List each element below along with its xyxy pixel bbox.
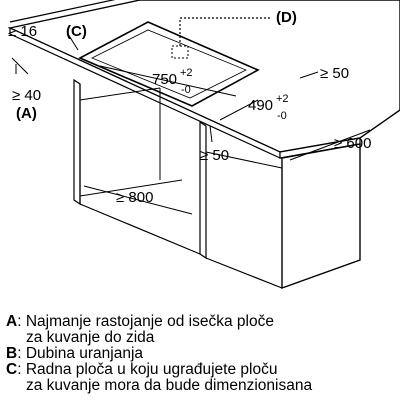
cabinet-floor-right <box>205 257 283 289</box>
marker-d-label: (D) <box>276 9 297 26</box>
dim-depth-label: ≥ 40 <box>12 87 41 104</box>
legend-item-a: A: Najmanje rastojanje od isečka ploče <box>6 314 398 330</box>
cabinet-depth-label: ≥ 600 <box>334 135 371 152</box>
cutout-width-label: 750 <box>152 71 177 88</box>
legend-text-a1: : Najmanje rastojanje od isečka ploče <box>17 313 274 330</box>
dim-arrow-50 <box>209 125 213 143</box>
cutout-width-tol-minus: -0 <box>181 84 191 96</box>
wall-line <box>9 0 116 23</box>
cutout-width-tol-plus: +2 <box>180 67 193 79</box>
dim-arrow-750 <box>99 65 237 97</box>
legend-key-a: A <box>6 313 18 330</box>
legend-item-b: B: Dubina uranjanja <box>6 346 398 362</box>
cabinet-back-top <box>79 87 161 101</box>
legend-text-a2: za kuvanje do zida <box>26 329 155 346</box>
marker-a-label: (A) <box>16 105 37 122</box>
legend-text-b1: : Dubina uranjanja <box>17 345 144 362</box>
dim-arrow-600 <box>289 129 371 161</box>
dim-arrow-16 <box>67 33 79 51</box>
legend-item-c: C: Radna ploča u koju ugrađujete ploču <box>6 362 398 378</box>
inner-width-label: ≥ 800 <box>116 189 153 206</box>
legend-key-b: B <box>6 345 18 362</box>
dim-arrow-50-right <box>299 71 319 79</box>
front-gap-right-label: ≥ 50 <box>320 65 349 82</box>
cutout-depth-tol-minus: -0 <box>277 110 287 122</box>
marker-c-label: (C) <box>66 23 87 40</box>
cabinet-front-bottom <box>79 203 201 255</box>
legend-text-c1: : Radna ploča u koju ugrađujete ploču <box>17 361 278 378</box>
dim-arrow-40 <box>11 57 29 75</box>
front-gap-label: ≥ 50 <box>200 147 229 164</box>
dim-arrow-800 <box>83 185 193 215</box>
cutout-inner <box>91 29 247 99</box>
legend-text-c2: za kuvanje mora da bude dimenzionisana <box>26 377 313 394</box>
cabinet-back-bottom <box>79 179 183 197</box>
dim-min-wall-label: ≥ 16 <box>8 23 37 40</box>
legend: A: Najmanje rastojanje od isečka ploče z… <box>6 314 398 394</box>
cabinet-right-panel <box>199 120 207 260</box>
legend-key-c: C <box>6 361 18 378</box>
cabinet-rail <box>205 151 283 169</box>
cabinet-side-panel <box>281 143 361 289</box>
dim-arrow-490 <box>219 99 259 121</box>
installation-diagram: ≥ 16 (C) ≥ 40 (A) (D) 750 +2 -0 490 +2 -… <box>7 0 400 289</box>
connection-leader <box>179 17 272 46</box>
cutout-depth-tol-plus: +2 <box>276 93 289 105</box>
cabinet-left-side <box>73 78 81 206</box>
cutout-depth-label: 490 <box>248 97 273 114</box>
